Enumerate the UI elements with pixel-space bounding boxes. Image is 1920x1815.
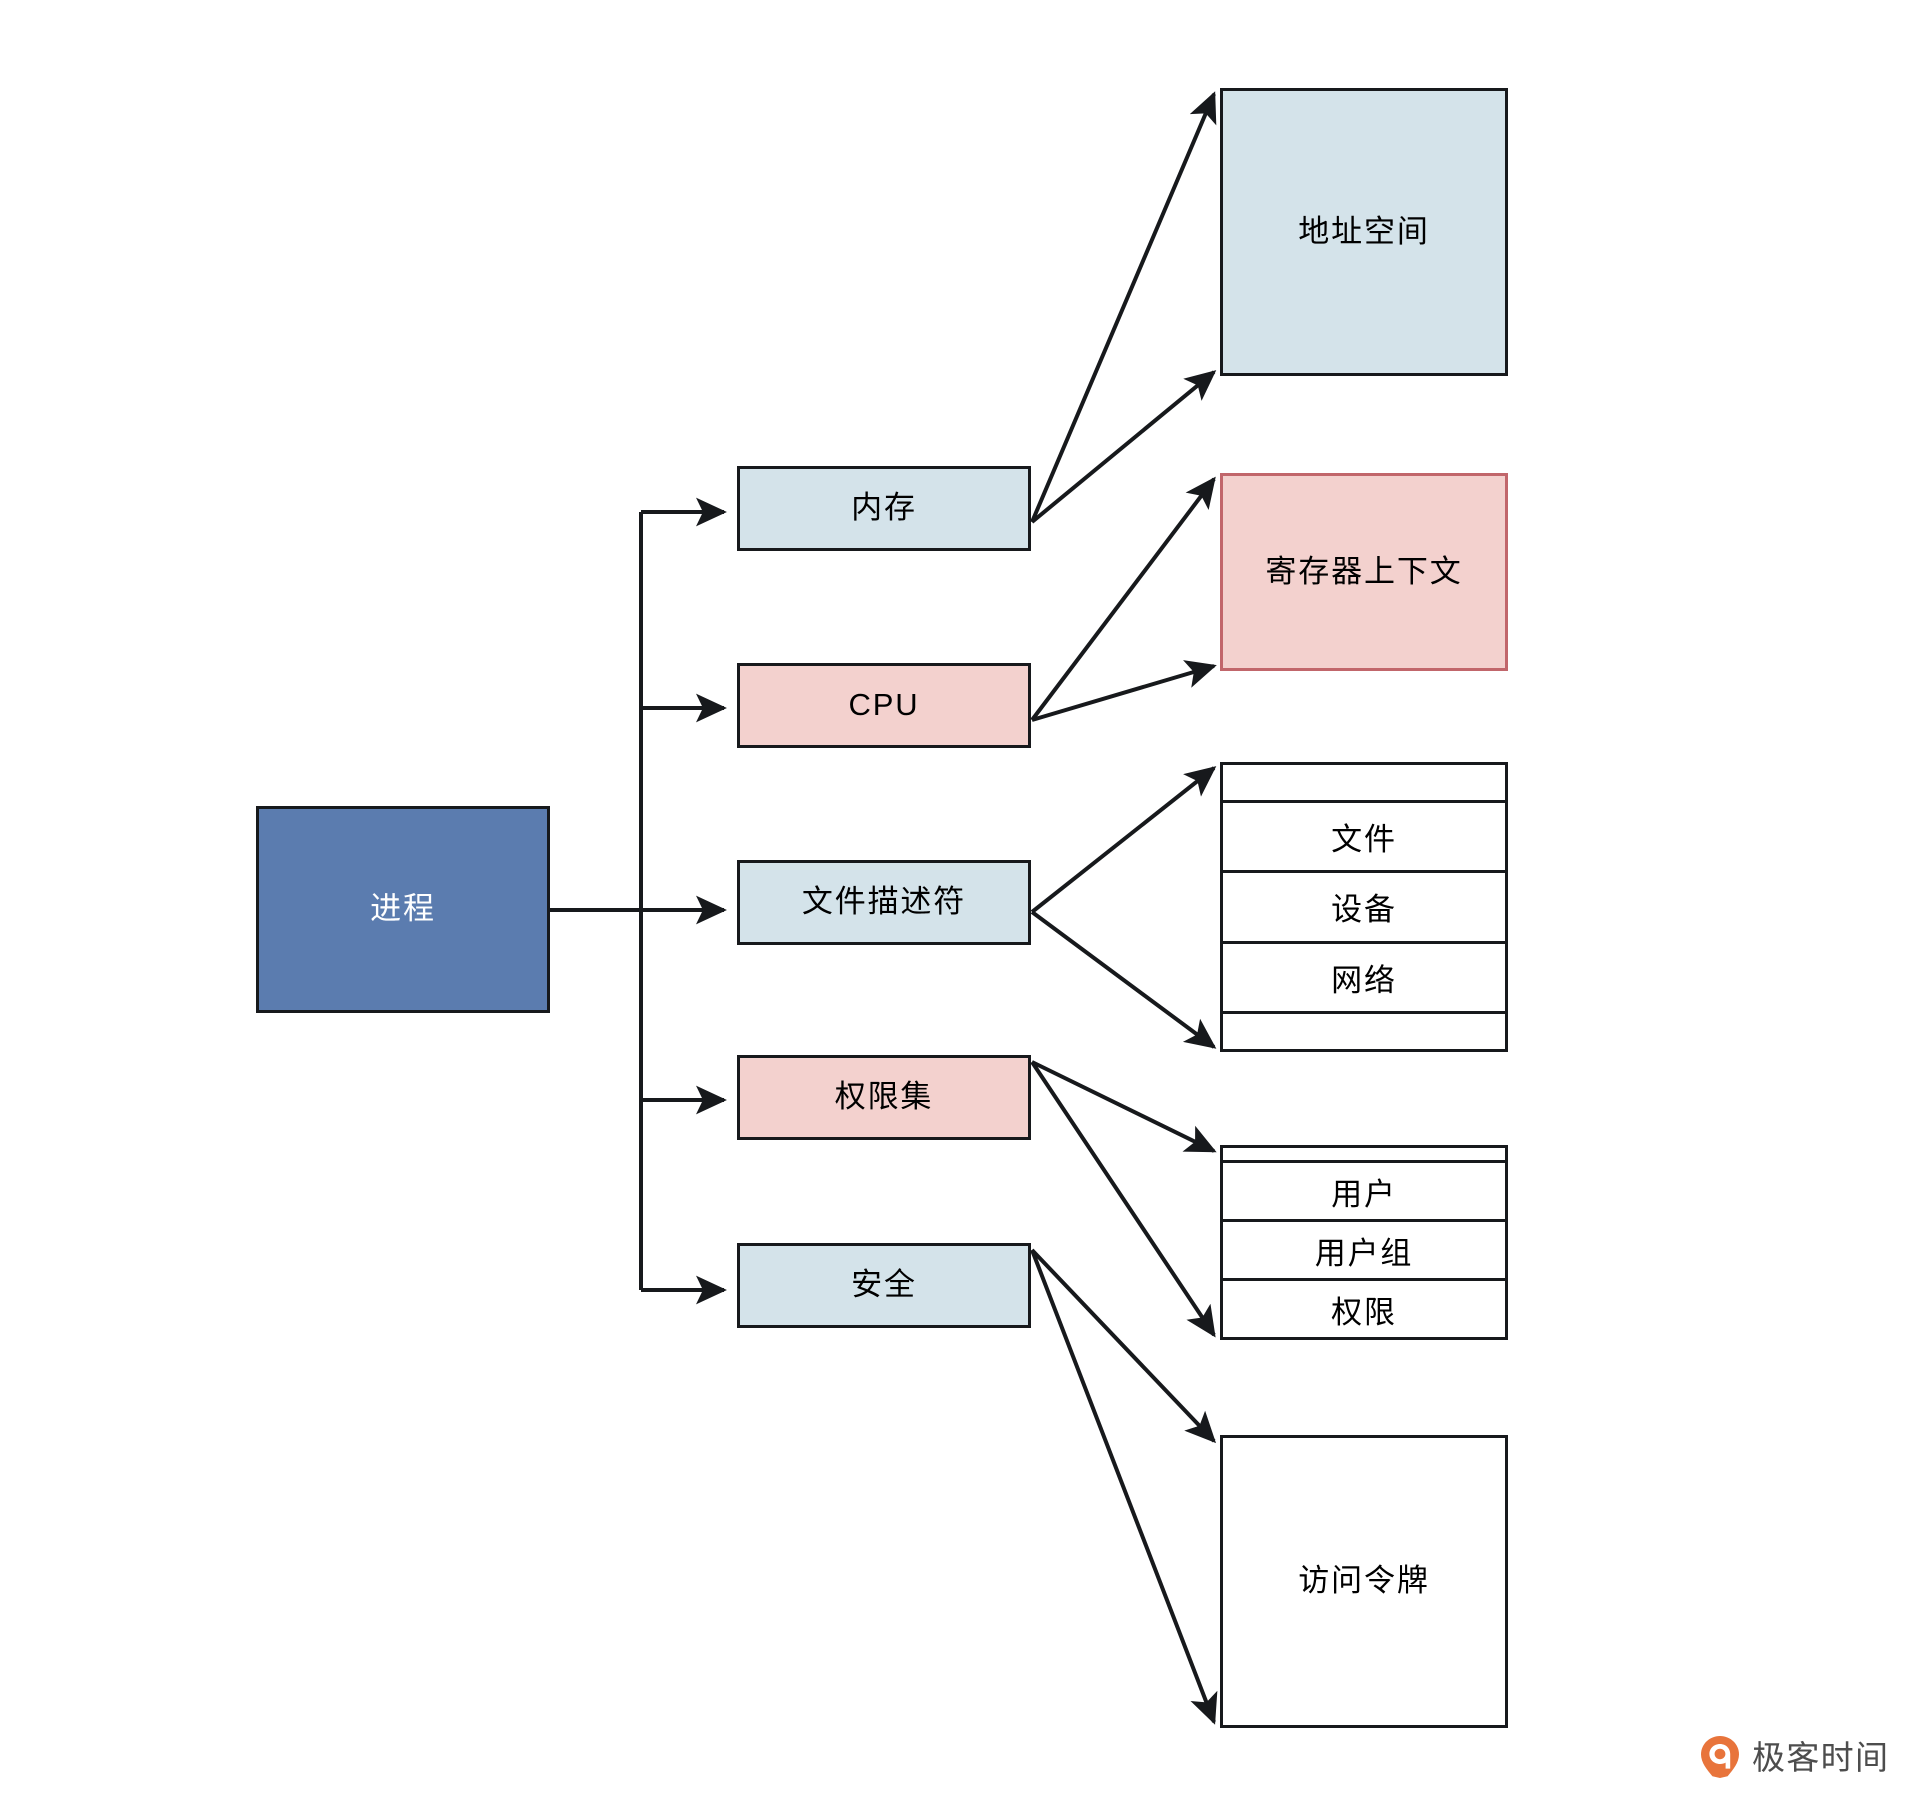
edge-memory-to-addrspace-bottom — [1030, 370, 1217, 524]
node-register-context-label: 寄存器上下文 — [1265, 553, 1463, 589]
table-row — [1223, 1148, 1505, 1164]
geektime-logo-icon — [1700, 1735, 1740, 1779]
node-register-context[interactable]: 寄存器上下文 — [1220, 473, 1508, 671]
node-process-label: 进程 — [370, 891, 436, 927]
node-permission-set[interactable]: 权限集 — [737, 1055, 1031, 1140]
node-access-token-label: 访问令牌 — [1298, 1563, 1430, 1599]
edge-security-to-token-bottom — [1030, 1249, 1218, 1725]
node-security[interactable]: 安全 — [737, 1243, 1031, 1328]
table-row: 设备 — [1223, 873, 1505, 944]
node-address-space[interactable]: 地址空间 — [1220, 88, 1508, 376]
table-row: 用户 — [1223, 1163, 1505, 1223]
node-file-descriptor-label: 文件描述符 — [801, 884, 967, 920]
table-permission-attributes: 用户 用户组 权限 — [1220, 1145, 1508, 1340]
node-cpu[interactable]: CPU — [737, 663, 1031, 748]
edge-fd-to-fdtable-top — [1030, 766, 1217, 914]
node-permission-set-label: 权限集 — [834, 1079, 934, 1115]
node-access-token[interactable]: 访问令牌 — [1220, 1435, 1508, 1728]
table-row: 权限 — [1331, 1294, 1397, 1330]
table-row — [1223, 1014, 1505, 1049]
node-address-space-label: 地址空间 — [1298, 213, 1430, 249]
watermark: 极客时间 — [1700, 1735, 1889, 1779]
edge-fd-to-fdtable-bottom — [1030, 910, 1217, 1049]
edge-memory-to-addrspace-top — [1030, 91, 1217, 523]
table-row — [1223, 765, 1505, 803]
node-memory-label: 内存 — [851, 490, 917, 526]
edge-security-to-token-top — [1030, 1248, 1217, 1444]
table-file-descriptor-targets: 文件 设备 网络 — [1220, 762, 1508, 1052]
table-row: 网络 — [1223, 944, 1505, 1015]
node-cpu-label: CPU — [848, 687, 920, 723]
node-process[interactable]: 进程 — [256, 806, 550, 1013]
node-security-label: 安全 — [851, 1267, 917, 1303]
edge-cpu-to-regctx-top — [1030, 476, 1216, 722]
edge-perm-to-permtable-top — [1031, 1060, 1217, 1153]
node-file-descriptor[interactable]: 文件描述符 — [737, 860, 1031, 945]
table-row: 用户组 — [1223, 1222, 1505, 1282]
edge-cpu-to-regctx-bottom — [1031, 660, 1217, 722]
table-row: 文件 — [1223, 803, 1505, 874]
node-memory[interactable]: 内存 — [737, 466, 1031, 551]
watermark-label: 极客时间 — [1752, 1738, 1890, 1776]
edge-perm-to-permtable-bottom — [1030, 1060, 1216, 1338]
